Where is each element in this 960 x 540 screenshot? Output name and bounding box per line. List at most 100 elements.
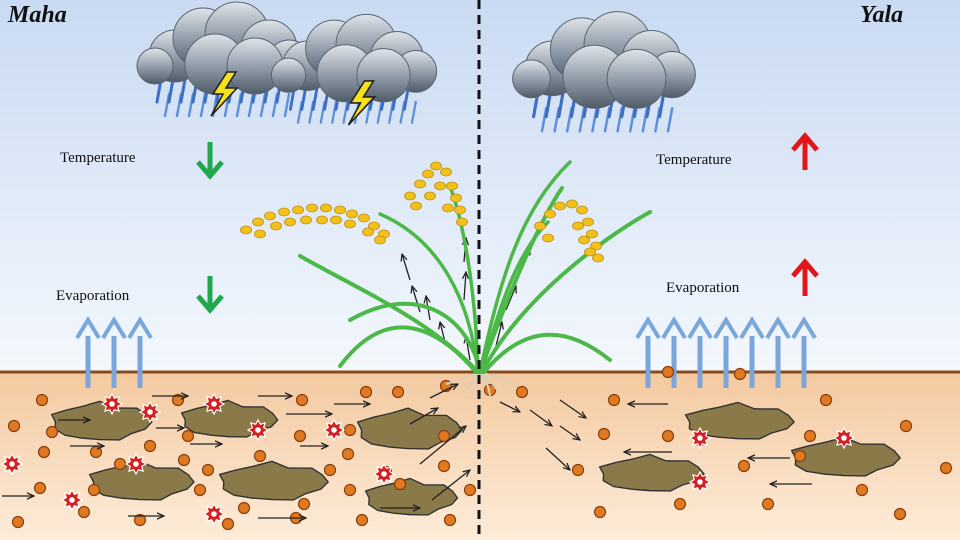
soil-particle	[133, 513, 147, 527]
rice-grain	[434, 181, 446, 191]
cloud-puff	[356, 48, 411, 103]
rice-grain	[410, 201, 422, 211]
soil-particle	[819, 393, 833, 407]
trend-arrows	[196, 132, 819, 314]
rice-grain	[316, 215, 328, 225]
soil-particle	[393, 477, 407, 491]
rice-grain	[344, 219, 356, 229]
soil-particle	[193, 483, 207, 497]
rice-grain	[592, 253, 604, 263]
flow-arrow	[464, 272, 466, 301]
rice-grain	[358, 213, 370, 223]
rice-grain	[534, 221, 546, 231]
temperature-label-yala: Temperature	[656, 152, 732, 168]
rice-grain	[306, 203, 318, 213]
rice-grain	[544, 209, 556, 219]
soil-aggregate	[50, 400, 153, 441]
soil-particle	[87, 483, 101, 497]
flow-arrow	[402, 254, 411, 281]
flow-arrow	[559, 399, 586, 418]
soil-particle	[171, 393, 185, 407]
rice-plant	[240, 160, 652, 399]
season-title-yala: Yala	[860, 2, 904, 28]
soil-aggregate	[218, 460, 329, 501]
soil-particle	[33, 481, 47, 495]
evaporation-arrows	[75, 316, 817, 388]
soil-particle	[237, 501, 251, 515]
soil-particle	[733, 367, 747, 381]
soil-particle	[359, 385, 373, 399]
soil-aggregate	[356, 407, 463, 450]
flow-arrow	[431, 470, 470, 501]
rice-grain	[554, 201, 566, 211]
arrow-up-icon	[791, 258, 819, 296]
soil-particle	[35, 393, 49, 407]
soil-particles	[0, 365, 953, 531]
soil-particle	[343, 483, 357, 497]
soil-particle	[37, 445, 51, 459]
soil-particle	[515, 385, 529, 399]
soil-particle	[201, 463, 215, 477]
evaporation-arrow-head	[75, 316, 101, 340]
soil-particle	[661, 429, 675, 443]
evaporation-arrow-head	[765, 316, 791, 340]
soil-particle	[391, 385, 405, 399]
soil-particle	[607, 393, 621, 407]
soil-particle	[597, 427, 611, 441]
rice-grain	[270, 221, 282, 231]
season-title-maha: Maha	[8, 2, 67, 28]
soil-particle	[355, 513, 369, 527]
rice-grain	[450, 193, 462, 203]
evaporation-arrow-head	[101, 316, 127, 340]
rain-streak	[410, 100, 417, 124]
flow-arrow	[409, 408, 438, 425]
soil-particle	[793, 449, 807, 463]
evaporation-arrow-head	[713, 316, 739, 340]
rain-cloud	[136, 1, 312, 118]
soil-particle	[673, 497, 687, 511]
soil-particle	[253, 449, 267, 463]
soil-particle	[437, 429, 451, 443]
soil-particle	[293, 429, 307, 443]
soil-aggregate	[364, 477, 459, 516]
rice-grain	[334, 205, 346, 215]
rice-grain	[542, 233, 554, 243]
lightning-bolt-icon	[210, 71, 239, 117]
soil-particle	[221, 517, 235, 531]
rice-grain	[576, 205, 588, 215]
soil-particle	[661, 365, 675, 379]
soil-particle	[855, 483, 869, 497]
rice-grain	[254, 229, 266, 239]
rain-cloud	[270, 13, 438, 126]
soil-aggregate	[88, 460, 195, 501]
soil-particle	[11, 515, 25, 529]
rice-leaf	[478, 160, 572, 374]
flow-arrow	[499, 401, 520, 412]
arrow-down-icon	[196, 142, 224, 180]
flow-arrow	[495, 322, 502, 347]
rice-grain	[264, 211, 276, 221]
cloud-puff	[136, 47, 174, 85]
cloud-puff	[270, 57, 307, 93]
soil-particle	[143, 439, 157, 453]
soil-particle	[761, 497, 775, 511]
soil-particle	[437, 459, 451, 473]
rice-grain	[456, 217, 468, 227]
rice-grain	[572, 221, 584, 231]
rice-grain	[590, 241, 602, 251]
rice-leaf	[480, 210, 652, 374]
flow-arrow	[429, 384, 458, 399]
evaporation-label-yala: Evaporation	[666, 280, 740, 296]
rice-grain	[566, 199, 578, 209]
arrow-up-icon	[791, 132, 819, 170]
soil-particle	[939, 461, 953, 475]
rice-leaf	[478, 186, 564, 374]
rice-grain	[278, 207, 290, 217]
soil-particle	[341, 447, 355, 461]
rice-grain	[578, 235, 590, 245]
rice-grain	[252, 217, 264, 227]
soil-particle	[113, 457, 127, 471]
soil-particle	[593, 505, 607, 519]
rice-grain	[454, 205, 466, 215]
soil-particle	[297, 497, 311, 511]
